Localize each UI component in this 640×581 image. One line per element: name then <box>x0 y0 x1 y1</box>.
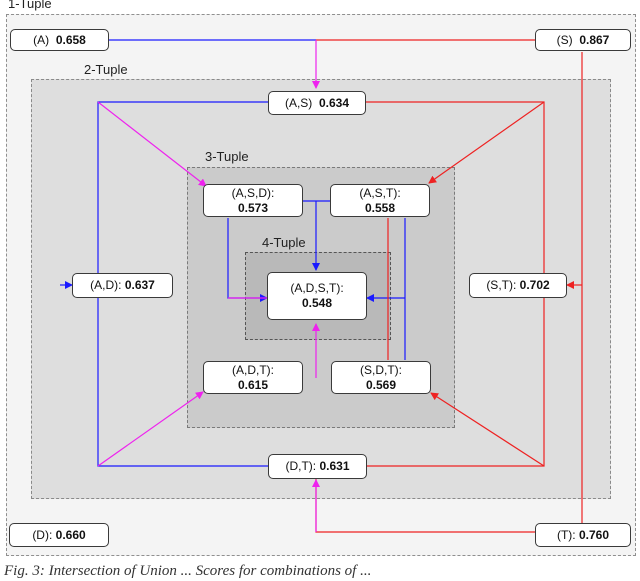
node-st: (S,T): 0.702 <box>469 273 567 298</box>
node-dt: (D,T): 0.631 <box>268 454 367 479</box>
wire-right-arrow-ast <box>428 101 545 184</box>
node-d: (D): 0.660 <box>9 523 109 547</box>
wire-left-arrow-adt <box>97 391 204 467</box>
level-2-label: 2-Tuple <box>84 62 128 77</box>
node-s: (S) 0.867 <box>535 29 631 51</box>
node-as: (A,S) 0.634 <box>268 91 366 115</box>
wire-ad-inner <box>227 218 268 302</box>
wire-left-arrow-asd <box>97 101 207 187</box>
node-asd: (A,S,D): 0.573 <box>203 184 303 217</box>
node-adst: (A,D,S,T): 0.548 <box>267 272 367 320</box>
node-adt: (A,D,T): 0.615 <box>203 361 303 394</box>
figure-caption: Fig. 3: Intersection of Union ... Scores… <box>4 563 372 579</box>
node-ad: (A,D): 0.637 <box>72 273 173 298</box>
node-a: (A) 0.658 <box>10 29 109 51</box>
node-ast: (A,S,T): 0.558 <box>330 184 430 217</box>
node-t: (T): 0.760 <box>535 523 631 547</box>
node-sdt: (S,D,T): 0.569 <box>331 361 431 394</box>
level-1-label: 1-Tuple <box>8 0 52 11</box>
wire-right-arrow-sdt <box>430 392 545 467</box>
level-3-label: 3-Tuple <box>205 149 249 164</box>
level-4-label: 4-Tuple <box>262 235 306 250</box>
